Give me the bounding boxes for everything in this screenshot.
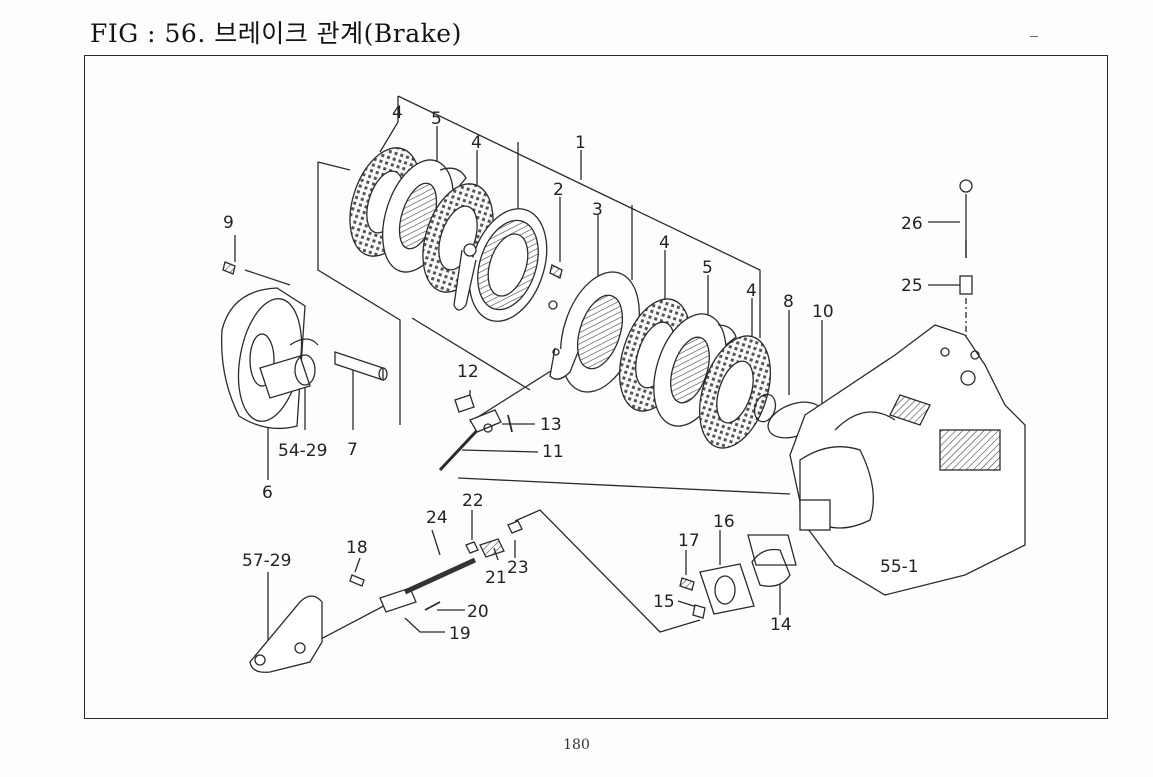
page-title: FIG : 56. 브레이크 관계(Brake): [90, 19, 462, 48]
pin-20: [424, 601, 441, 611]
callout-21: 21: [485, 568, 507, 588]
callout-14: 14: [770, 615, 792, 635]
diagram-frame: [84, 55, 1108, 719]
callout-4-d: 4: [746, 281, 757, 301]
scan-mark: [1030, 36, 1038, 37]
callout-54-29: 54-29: [278, 441, 327, 461]
callout-19: 19: [449, 624, 471, 644]
callout-4-c: 4: [659, 233, 670, 253]
callout-26: 26: [901, 214, 923, 234]
callout-20: 20: [467, 602, 489, 622]
callout-23: 23: [507, 558, 529, 578]
callout-6: 6: [262, 483, 273, 503]
callout-17: 17: [678, 531, 700, 551]
rod-assembly-11: [438, 409, 502, 472]
callout-10: 10: [812, 302, 834, 322]
callout-9: 9: [223, 213, 234, 233]
callout-57-29: 57-29: [242, 551, 291, 571]
callout-5-a: 5: [431, 109, 442, 129]
washer-15: [692, 604, 706, 619]
callout-3: 3: [592, 200, 603, 220]
callout-22: 22: [462, 491, 484, 511]
callout-24: 24: [426, 508, 448, 528]
transmission-housing-55-1: [789, 324, 1026, 596]
callout-4-b: 4: [471, 133, 482, 153]
rod-24: [403, 557, 477, 595]
page-number: 180: [563, 737, 590, 753]
callout-15: 15: [653, 592, 675, 612]
callout-5-b: 5: [702, 258, 713, 278]
callout-25: 25: [901, 276, 923, 296]
nut-22: [465, 541, 479, 554]
callout-7: 7: [347, 440, 358, 460]
callouts: 1 2 3 4 5 4 4 5 4 6 7 8 9 10 11 12 13 14…: [223, 103, 923, 644]
cotter-pin-13: [507, 414, 513, 433]
callout-1: 1: [575, 133, 586, 153]
callout-11: 11: [542, 442, 564, 462]
cylinder-14: [747, 534, 797, 587]
callout-18: 18: [346, 538, 368, 558]
yoke-19: [379, 587, 417, 613]
callout-4-a: 4: [392, 103, 403, 123]
snap-ring-8: [753, 393, 777, 423]
shaft-54-29: [259, 338, 319, 399]
nut-23: [507, 520, 523, 534]
dipstick-26: [959, 179, 973, 258]
lever-57-29: [249, 595, 323, 673]
callout-55-1: 55-1: [880, 557, 919, 577]
callout-8: 8: [783, 292, 794, 312]
bolt-18: [349, 574, 365, 587]
clevis-pin-12: [454, 394, 475, 413]
callout-13: 13: [540, 415, 562, 435]
bolt-9: [222, 261, 236, 275]
adjuster-21: [479, 538, 505, 558]
friction-disc-4-rear: [699, 335, 771, 449]
actuator-plate-upper: [453, 208, 548, 322]
callout-16: 16: [713, 512, 735, 532]
callout-12: 12: [457, 362, 479, 382]
cap-25: [959, 275, 973, 295]
callout-2: 2: [553, 180, 564, 200]
bolt-17: [679, 577, 695, 591]
gasket-16: [699, 563, 755, 615]
pin-7: [334, 351, 388, 381]
actuator-plate-lower: [549, 271, 640, 393]
